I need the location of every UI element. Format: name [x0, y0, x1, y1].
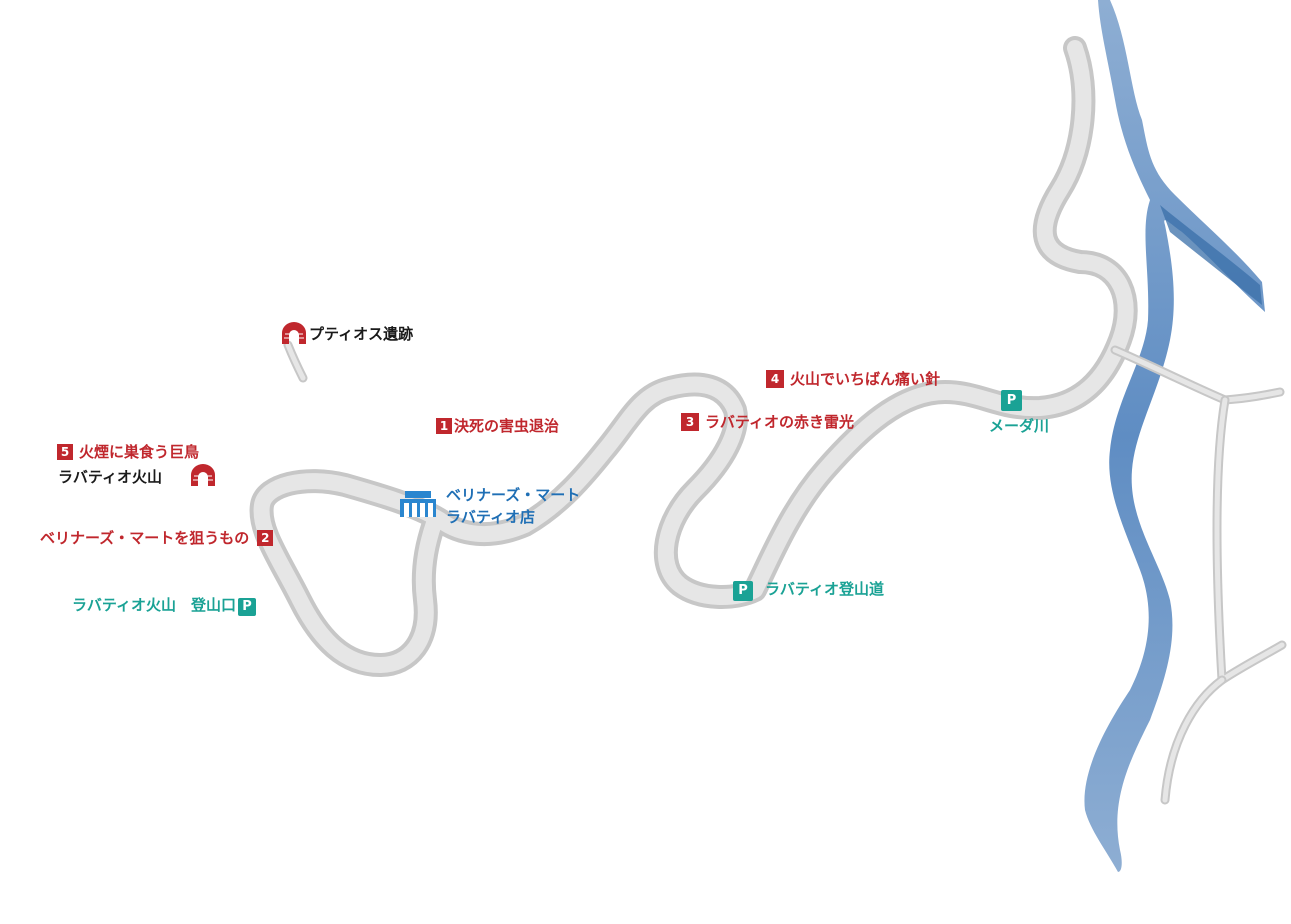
ruin-arch-icon: [281, 322, 307, 344]
mountain-road-label[interactable]: P ラバティオ登山道: [733, 580, 884, 601]
main-road: [249, 36, 1138, 677]
quest-4[interactable]: 4 火山でいちばん痛い針: [766, 370, 940, 388]
quest-5-number: 5: [57, 444, 73, 460]
river: [1084, 0, 1265, 872]
quest-3-number: 3: [681, 413, 699, 431]
quest-3-title: ラバティオの赤き雷光: [705, 413, 854, 431]
quest-3[interactable]: 3 ラバティオの赤き雷光: [681, 413, 854, 431]
parking-icon: P: [237, 598, 256, 616]
quest-2[interactable]: ベリナーズ・マートを狙うもの 2: [40, 529, 274, 547]
volcano-label[interactable]: ラバティオ火山: [58, 468, 162, 486]
shop-label-line1[interactable]: ベリナーズ・マート: [446, 486, 581, 504]
quest-5-title: 火煙に巣食う巨鳥: [79, 443, 200, 461]
side-road-southwest: [1160, 675, 1227, 805]
river-label[interactable]: メーダ川: [989, 417, 1050, 435]
ruins-label[interactable]: プティオス遺跡: [309, 325, 414, 343]
quest-2-number: 2: [257, 530, 274, 546]
quest-4-title: 火山でいちばん痛い針: [790, 370, 941, 388]
quest-5[interactable]: 5 火煙に巣食う巨鳥: [57, 443, 199, 461]
quest-4-number: 4: [766, 370, 784, 388]
parking-icon: P: [1001, 390, 1022, 411]
quest-2-title: ベリナーズ・マートを狙うもの: [40, 529, 250, 547]
ruin-arch-icon: [190, 464, 216, 486]
shop-icon: [399, 490, 437, 518]
quest-1-title: 決死の害虫退治: [454, 417, 560, 435]
mountain-road-text: ラバティオ登山道: [765, 580, 884, 598]
trailhead-text: ラバティオ火山 登山口: [72, 596, 236, 614]
shop-label-line2[interactable]: ラバティオ店: [446, 508, 535, 526]
parking-icon: P: [733, 581, 753, 601]
quest-1-number: 1: [436, 418, 452, 434]
side-road-south: [1212, 395, 1287, 685]
road-network: [249, 36, 1287, 805]
river-branch: [1160, 205, 1262, 305]
